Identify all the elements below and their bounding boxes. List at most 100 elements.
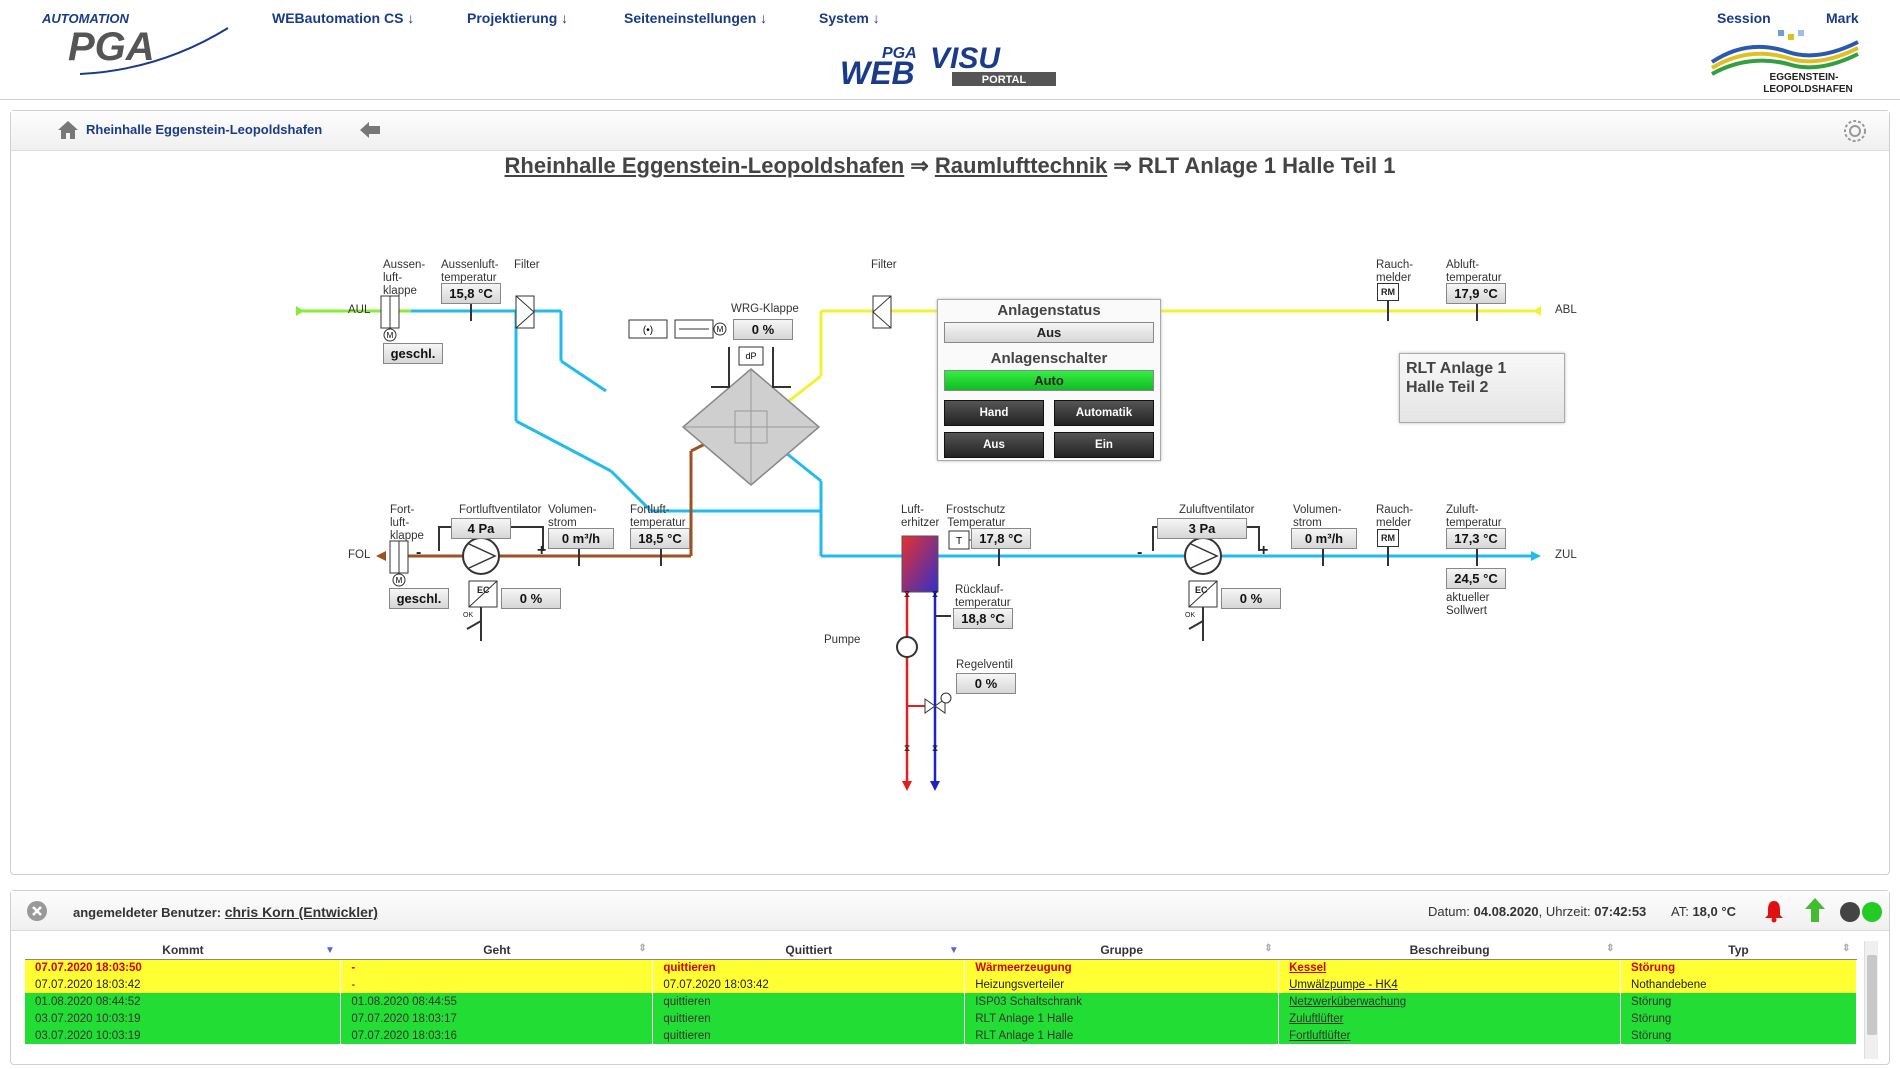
cell-beschreibung[interactable]: Netzwerküberwachung [1278,993,1622,1010]
anlagenstatus-label: Anlagenstatus [997,302,1101,319]
label-ablufttemperatur: Abluft- temperatur [1446,259,1502,284]
zulufttemperatur-value: 17,3 °C [1446,528,1506,549]
ein-button[interactable]: Ein [1054,432,1154,458]
arrow-up-icon[interactable] [1804,897,1826,923]
table-row[interactable]: 07.07.2020 18:03:50 - quittieren Wärmeer… [25,959,1857,976]
column-kommt[interactable]: Kommt▼ [25,941,341,960]
sort-icon[interactable]: ⇕ [1606,943,1615,954]
scroll-thumb[interactable] [1867,955,1877,1035]
nav-projektierung[interactable]: Projektierung ↓ [467,10,569,26]
aus-button[interactable]: Aus [944,432,1044,458]
home-icon[interactable] [57,120,79,140]
column-quittiert[interactable]: Quittiert▼ [652,941,965,960]
sort-icon[interactable]: ⇕ [1842,943,1851,954]
nav-session[interactable]: Session [1717,10,1771,26]
label-minus-1: - [416,544,422,561]
user-prefix: angemeldeter Benutzer: [73,905,222,920]
cell-kommt: 01.08.2020 08:44:52 [25,993,342,1010]
breadcrumb-home-link[interactable]: Rheinhalle Eggenstein-Leopoldshafen [86,122,323,137]
table-row[interactable]: 07.07.2020 18:03:42 - 07.07.2020 18:03:4… [25,976,1857,993]
regelventil-value: 0 % [956,673,1016,694]
ablufttemperatur-value: 17,9 °C [1446,283,1506,304]
column-beschreibung[interactable]: Beschreibung⇕ [1278,941,1621,960]
user-name-link[interactable]: chris Korn (Entwickler) [224,904,378,920]
alarm-scrollbar[interactable] [1864,941,1878,1059]
zuluftventilator-pressure: 3 Pa [1157,518,1247,539]
status-panel: Anlagenstatus Aus Anlagenschalter Auto H… [937,299,1161,461]
hand-button[interactable]: Hand [944,400,1044,426]
cell-geht: - [340,976,654,993]
fortluftklappe-value[interactable]: geschl. [389,588,449,609]
sollwert-value[interactable]: 24,5 °C [1446,568,1506,589]
sort-down-icon[interactable]: ▼ [948,945,959,956]
title-separator: ⇒ [1107,153,1138,178]
nav-webautomation[interactable]: WEBautomation CS ↓ [272,10,415,26]
cell-quittiert[interactable]: quittieren [652,1027,966,1044]
cell-quittiert[interactable]: quittieren [652,993,966,1010]
cell-beschreibung[interactable]: Fortluftlüfter [1278,1027,1622,1044]
automatik-button[interactable]: Automatik [1054,400,1154,426]
label-filter-2: Filter [871,259,897,271]
title-link-raumlufttechnik[interactable]: Raumlufttechnik [934,153,1108,178]
town-logo: EGGENSTEIN- LEOPOLDSHAFEN [1710,30,1859,95]
anlagenschalter-value: Auto [944,370,1154,391]
table-row[interactable]: 03.07.2020 10:03:19 07.07.2020 18:03:17 … [25,1010,1857,1027]
cell-beschreibung[interactable]: Zuluftlüfter [1278,1010,1622,1027]
label-wrg-klappe: WRG-Klappe [731,303,799,315]
svg-text:⧖: ⧖ [932,589,938,599]
page-title: Rheinhalle Eggenstein-Leopoldshafen ⇒ Ra… [11,153,1889,179]
main-panel: Rheinhalle Eggenstein-Leopoldshafen Rhei… [10,110,1890,875]
cell-gruppe: Wärmeerzeugung [964,959,1280,976]
sort-down-icon[interactable]: ▼ [325,945,335,956]
label-ok-1: OK [463,612,474,619]
ruecklauftemperatur-value: 18,8 °C [953,608,1013,629]
table-row[interactable]: 01.08.2020 08:44:52 01.08.2020 08:44:55 … [25,993,1857,1010]
svg-text:⧖: ⧖ [904,589,910,599]
label-zuluftventilator: Zuluftventilator [1179,504,1255,516]
cell-quittiert[interactable]: quittieren [652,959,966,976]
zuluftventilator-percent: 0 % [1221,588,1281,609]
back-arrow-icon[interactable] [359,121,381,139]
cell-gruppe: Heizungsverteiler [964,976,1280,993]
label-filter-1: Filter [514,259,540,271]
footer-bar: angemeldeter Benutzer: chris Korn (Entwi… [11,891,1889,931]
pga-logo[interactable]: AUTOMATION PGA [40,8,240,78]
label-ok-2: OK [1185,612,1196,619]
sort-icon[interactable]: ⇕ [1264,943,1273,954]
cell-quittiert[interactable]: quittieren [652,1010,966,1027]
title-current: RLT Anlage 1 Halle Teil 1 [1137,153,1396,178]
label-frostschutz: Frostschutz Temperatur [946,504,1006,529]
label-volumenstrom-2: Volumen- strom [1293,504,1342,529]
wrg-klappe-value: 0 % [733,319,793,340]
label-regelventil: Regelventil [956,659,1013,671]
settings-icon[interactable] [1843,119,1867,143]
svg-text:AUTOMATION: AUTOMATION [41,11,130,26]
svg-text:WEB: WEB [840,55,915,90]
label-rauchmelder-2: Rauch- melder [1376,504,1414,529]
label-volumenstrom-1: Volumen- strom [548,504,597,529]
cell-geht: - [340,959,654,976]
aussenlufttemperatur-value: 15,8 °C [441,283,501,304]
aussenluftklappe-value[interactable]: geschl. [383,343,443,364]
link-rlt-anlage-teil-2[interactable]: RLT Anlage 1 Halle Teil 2 [1399,353,1565,423]
nav-seiteneinstellungen[interactable]: Seiteneinstellungen ↓ [624,10,768,26]
cell-geht: 07.07.2020 18:03:17 [340,1010,654,1027]
column-gruppe[interactable]: Gruppe⇕ [964,941,1279,960]
column-typ[interactable]: Typ⇕ [1620,941,1857,960]
nav-system[interactable]: System ↓ [819,10,880,26]
link-panel-line2: Halle Teil 2 [1406,379,1489,396]
label-minus-2: - [1137,544,1143,561]
column-geht[interactable]: Geht⇕ [340,941,653,960]
nav-mark[interactable]: Mark [1826,10,1859,26]
cell-kommt: 07.07.2020 18:03:50 [25,959,342,976]
title-link-rheinhalle[interactable]: Rheinhalle Eggenstein-Leopoldshafen [504,153,905,178]
alarm-bell-icon[interactable] [1763,899,1785,923]
logged-in-user: angemeldeter Benutzer: chris Korn (Entwi… [73,904,378,920]
table-row[interactable]: 03.07.2020 10:03:19 07.07.2020 18:03:16 … [25,1027,1857,1044]
header: AUTOMATION PGA WEBautomation CS ↓ Projek… [0,0,1900,100]
sort-icon[interactable]: ⇕ [638,943,647,954]
close-icon[interactable] [26,900,48,922]
cell-beschreibung[interactable]: Umwälzpumpe - HK4 [1278,976,1622,993]
cell-typ: Störung [1620,959,1857,976]
cell-beschreibung[interactable]: Kessel [1278,959,1622,976]
